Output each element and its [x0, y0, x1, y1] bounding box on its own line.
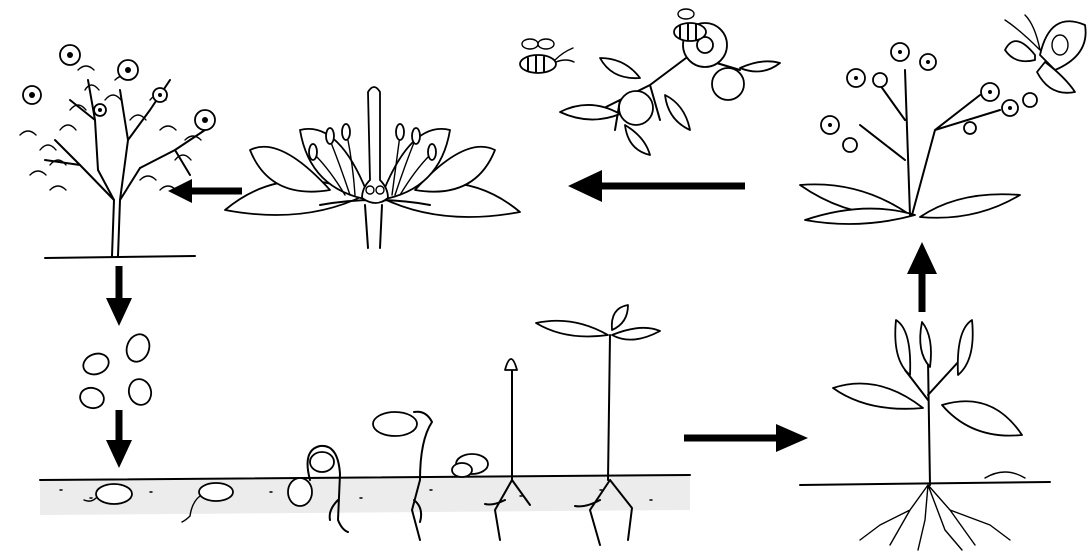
flowering-tree-icon [20, 45, 215, 258]
flowering-plant-with-butterfly-icon [800, 15, 1086, 224]
arrow-flower-to-tree [168, 179, 242, 203]
arrow-tree-to-seeds [106, 266, 132, 326]
arrow-young-plant-to-flowering [907, 242, 937, 312]
arrow-pollination-to-flower [568, 170, 745, 202]
budding-plant-icon [800, 320, 1050, 550]
germination-ground [40, 475, 690, 515]
bees-on-fruit-branch-icon [520, 9, 780, 155]
arrow-seeds-to-soil [106, 410, 132, 468]
seeds-icon [78, 331, 154, 411]
flower-cross-section-icon [225, 87, 520, 248]
arrow-seedling-to-young-plant [684, 424, 808, 452]
